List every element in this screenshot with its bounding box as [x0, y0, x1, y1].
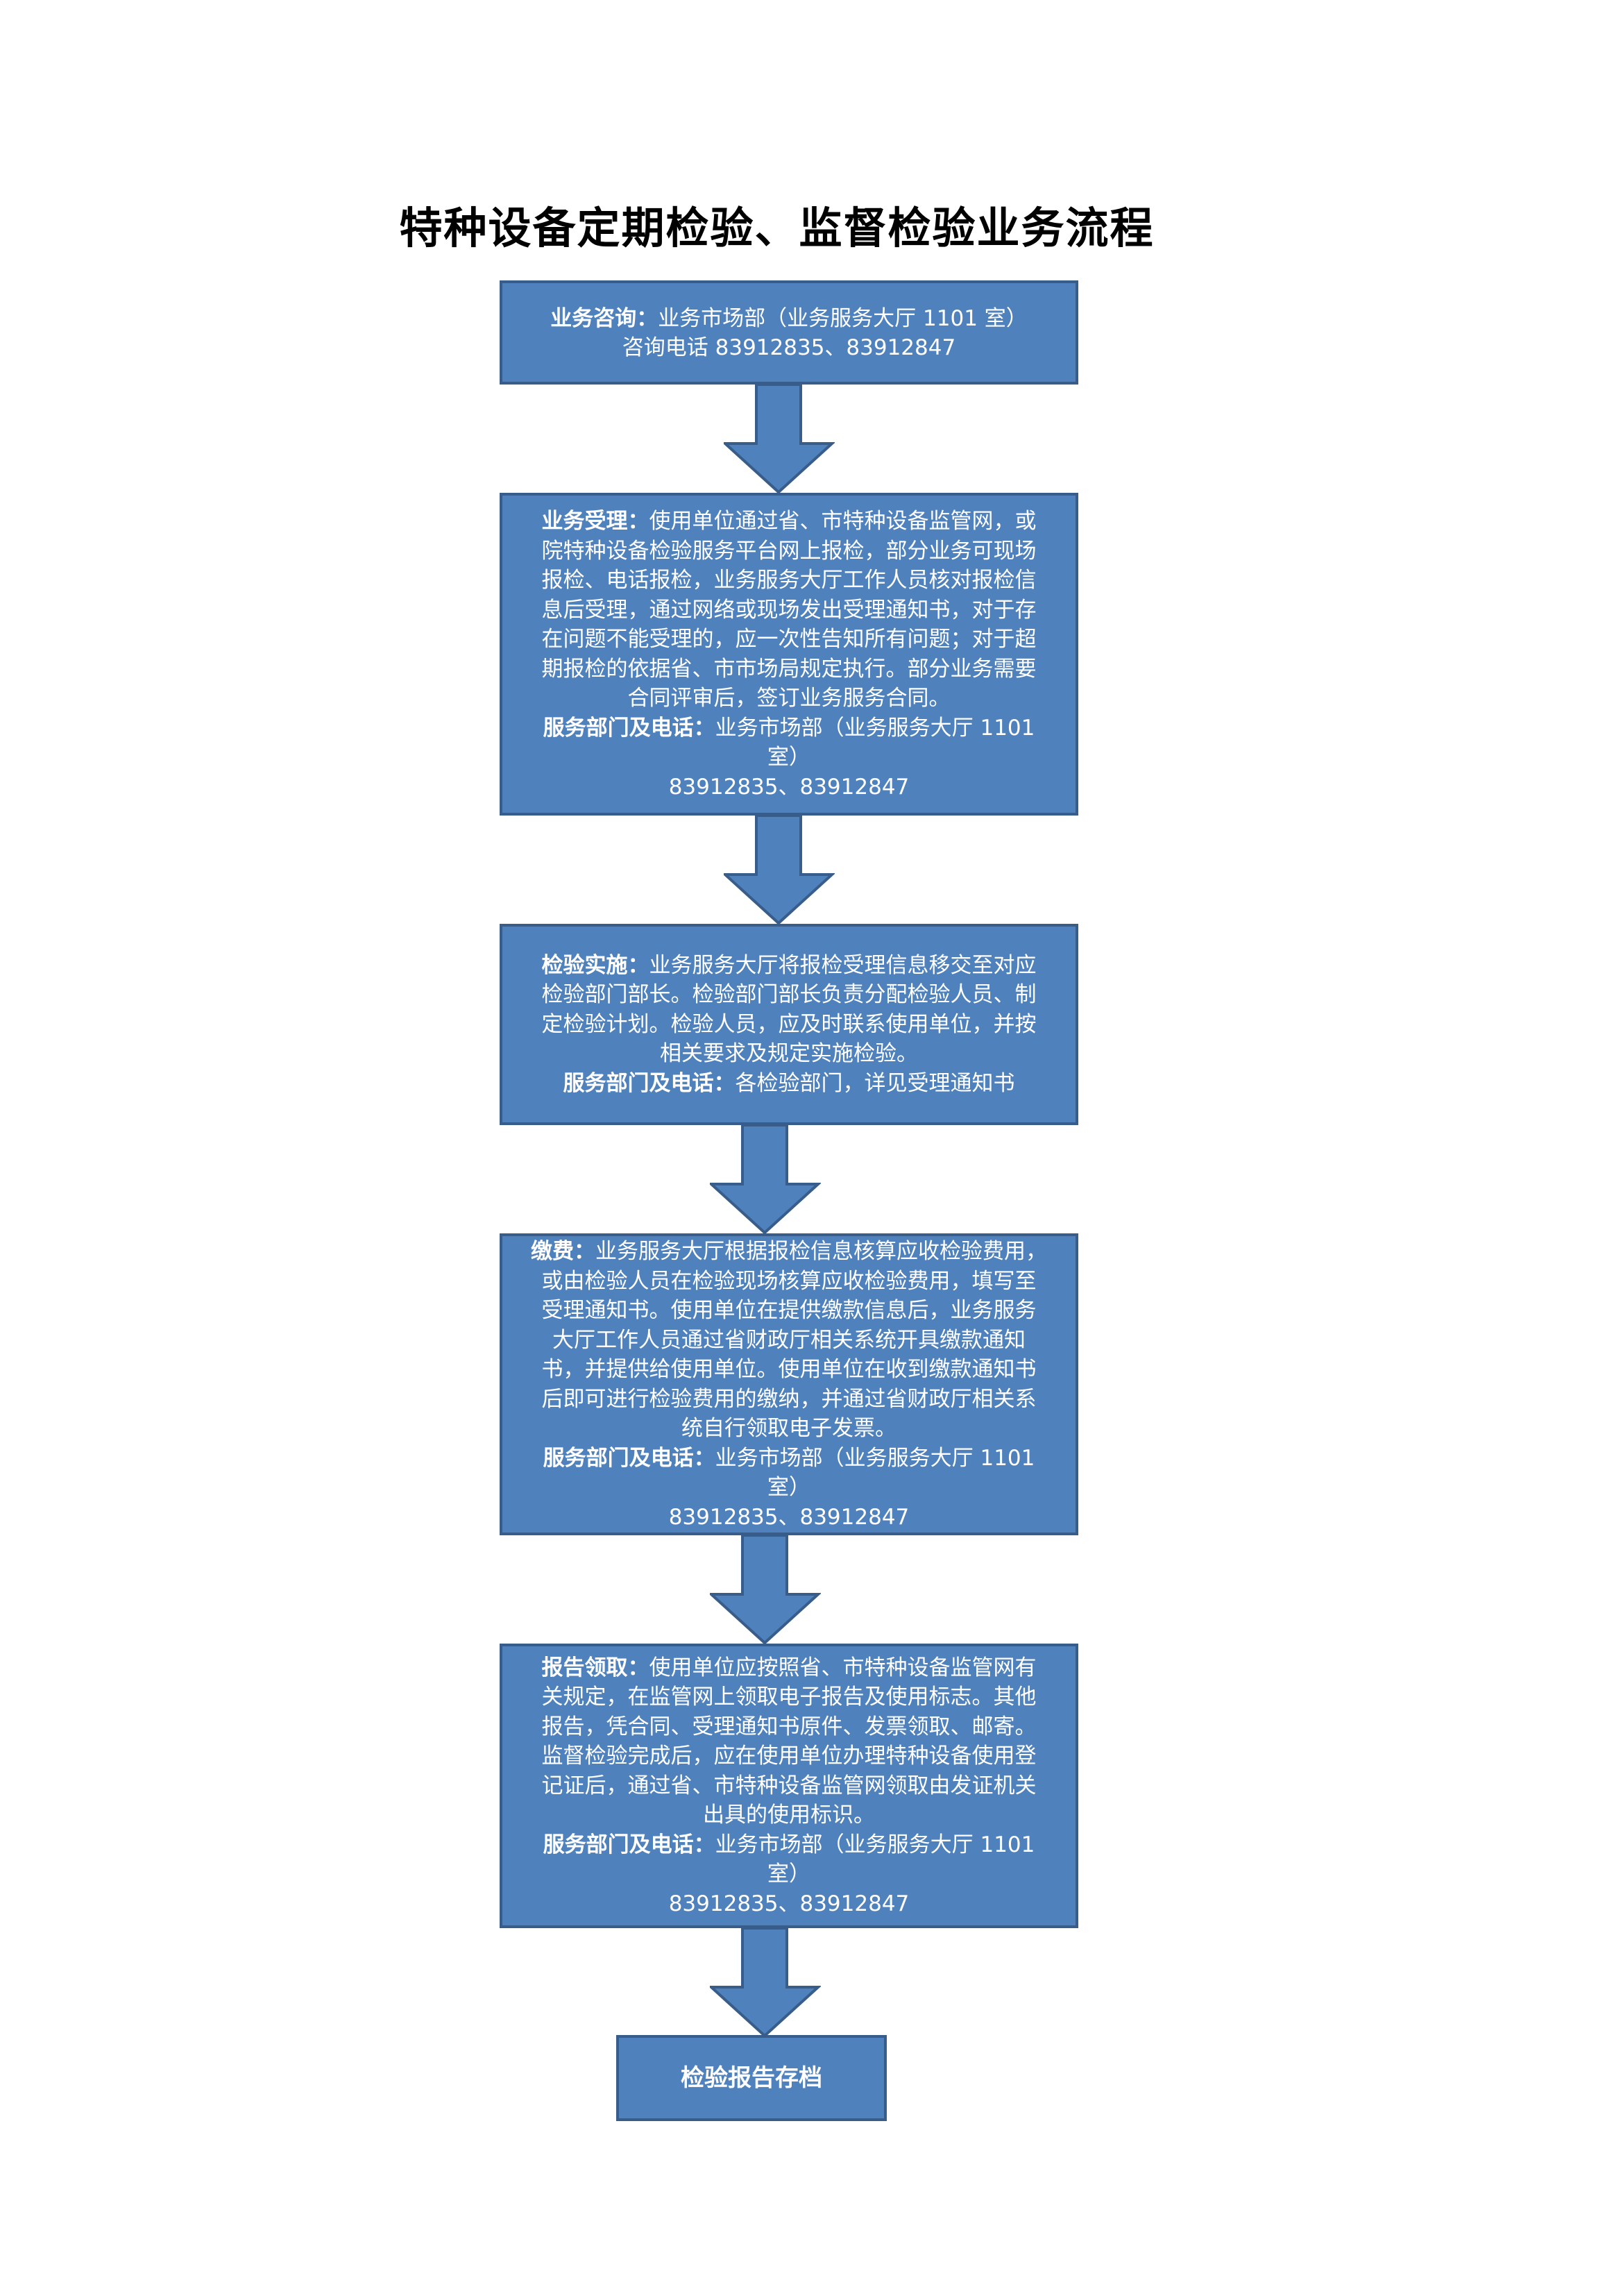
- step-consultation-box: 业务咨询：业务市场部（业务服务大厅 1101 室） 咨询电话 83912835、…: [500, 280, 1078, 385]
- step-report-head: 报告领取：: [541, 1655, 649, 1680]
- service-text: 业务市场部（业务服务大厅 1101 室）: [715, 715, 1035, 770]
- service-text: 业务市场部（业务服务大厅 1101 室）: [715, 1445, 1035, 1501]
- body-line: 检验部门部长。检验部门部长负责分配检验人员、制: [541, 982, 1037, 1008]
- step-acceptance-head: 业务受理：: [541, 509, 649, 534]
- service-head: 服务部门及电话：: [543, 1445, 715, 1471]
- body-line: 报检、电话报检，业务服务大厅工作人员核对报检信: [541, 568, 1037, 593]
- step-payment-service: 服务部门及电话：业务市场部（业务服务大厅 1101 室）: [526, 1444, 1052, 1503]
- body-line: 大厅工作人员通过省财政厅相关系统开具缴款通知: [552, 1327, 1026, 1353]
- body-line: 在问题不能受理的，应一次性告知所有问题；对于超: [541, 627, 1037, 652]
- step-archive-box: 检验报告存档: [616, 2035, 887, 2121]
- body-line: 定检验计划。检验人员，应及时联系使用单位，并按: [541, 1011, 1037, 1037]
- step-acceptance-box: 业务受理：使用单位通过省、市特种设备监管网，或 院特种设备检验服务平台网上报检，…: [500, 493, 1078, 816]
- step-report-phone: 83912835、83912847: [668, 1891, 910, 1916]
- step-consultation-text: 业务市场部（业务服务大厅 1101 室）: [658, 305, 1028, 331]
- step-payment-body: 缴费：业务服务大厅根据报检信息核算应收检验费用， 或由检验人员在检验现场核算应收…: [526, 1237, 1052, 1444]
- service-text: 各检验部门，详见受理通知书: [735, 1070, 1015, 1096]
- step-archive-label: 检验报告存档: [681, 2063, 822, 2092]
- body-line: 报告，凭合同、受理通知书原件、发票领取、邮寄。: [541, 1714, 1037, 1739]
- service-head: 服务部门及电话：: [543, 715, 715, 741]
- body-line: 业务服务大厅根据报检信息核算应收检验费用，: [595, 1239, 1047, 1264]
- step-inspection-service: 服务部门及电话：各检验部门，详见受理通知书: [526, 1069, 1052, 1099]
- body-line: 使用单位通过省、市特种设备监管网，或: [649, 509, 1037, 534]
- body-line: 书，并提供给使用单位。使用单位在收到缴款通知书: [541, 1357, 1037, 1382]
- body-line: 或由检验人员在检验现场核算应收检验费用，填写至: [541, 1268, 1037, 1294]
- body-line: 出具的使用标识。: [703, 1803, 875, 1828]
- service-text: 业务市场部（业务服务大厅 1101 室）: [715, 1832, 1035, 1887]
- step-consultation-phone: 咨询电话 83912835、83912847: [622, 335, 956, 360]
- step-report-body: 报告领取：使用单位应按照省、市特种设备监管网有 关规定，在监管网上领取电子报告及…: [526, 1653, 1052, 1830]
- step-consultation-head: 业务咨询：: [550, 305, 658, 331]
- body-line: 使用单位应按照省、市特种设备监管网有: [649, 1655, 1037, 1680]
- service-head: 服务部门及电话：: [543, 1832, 715, 1857]
- body-line: 记证后，通过省、市特种设备监管网领取由发证机关: [541, 1773, 1037, 1798]
- step-acceptance-body: 业务受理：使用单位通过省、市特种设备监管网，或 院特种设备检验服务平台网上报检，…: [526, 507, 1052, 714]
- down-arrow-1: [724, 385, 835, 494]
- body-line: 后即可进行检验费用的缴纳，并通过省财政厅相关系: [541, 1386, 1037, 1412]
- body-line: 监督检验完成后，应在使用单位办理特种设备使用登: [541, 1744, 1037, 1769]
- step-inspection-box: 检验实施：业务服务大厅将报检受理信息移交至对应 检验部门部长。检验部门部长负责分…: [500, 924, 1078, 1125]
- body-line: 息后受理，通过网络或现场发出受理通知书，对于存: [541, 597, 1037, 623]
- step-report-service: 服务部门及电话：业务市场部（业务服务大厅 1101 室）: [526, 1830, 1052, 1889]
- body-line: 业务服务大厅将报检受理信息移交至对应: [649, 952, 1037, 978]
- body-line: 期报检的依据省、市市场局规定执行。部分业务需要: [541, 656, 1037, 682]
- step-payment-head: 缴费：: [531, 1239, 595, 1264]
- page-title: 特种设备定期检验、监督检验业务流程: [399, 203, 1155, 253]
- down-arrow-4: [710, 1535, 821, 1645]
- body-line: 相关要求及规定实施检验。: [660, 1041, 918, 1067]
- body-line: 受理通知书。使用单位在提供缴款信息后，业务服务: [541, 1298, 1037, 1323]
- body-line: 合同评审后，签订业务服务合同。: [627, 686, 951, 711]
- step-acceptance-phone: 83912835、83912847: [668, 774, 910, 800]
- step-acceptance-service: 服务部门及电话：业务市场部（业务服务大厅 1101 室）: [526, 714, 1052, 773]
- service-head: 服务部门及电话：: [563, 1070, 736, 1096]
- body-line: 院特种设备检验服务平台网上报检，部分业务可现场: [541, 538, 1037, 564]
- step-inspection-body: 检验实施：业务服务大厅将报检受理信息移交至对应 检验部门部长。检验部门部长负责分…: [526, 951, 1052, 1069]
- down-arrow-3: [710, 1125, 821, 1235]
- body-line: 统自行领取电子发票。: [681, 1416, 897, 1441]
- body-line: 关规定，在监管网上领取电子报告及使用标志。其他: [541, 1685, 1037, 1710]
- step-payment-phone: 83912835、83912847: [668, 1504, 910, 1530]
- step-inspection-head: 检验实施：: [541, 952, 649, 978]
- step-payment-box: 缴费：业务服务大厅根据报检信息核算应收检验费用， 或由检验人员在检验现场核算应收…: [500, 1233, 1078, 1535]
- down-arrow-5: [710, 1928, 821, 2038]
- down-arrow-2: [724, 816, 835, 925]
- step-consultation-line1: 业务咨询：业务市场部（业务服务大厅 1101 室）: [526, 304, 1052, 334]
- step-report-box: 报告领取：使用单位应按照省、市特种设备监管网有 关规定，在监管网上领取电子报告及…: [500, 1644, 1078, 1928]
